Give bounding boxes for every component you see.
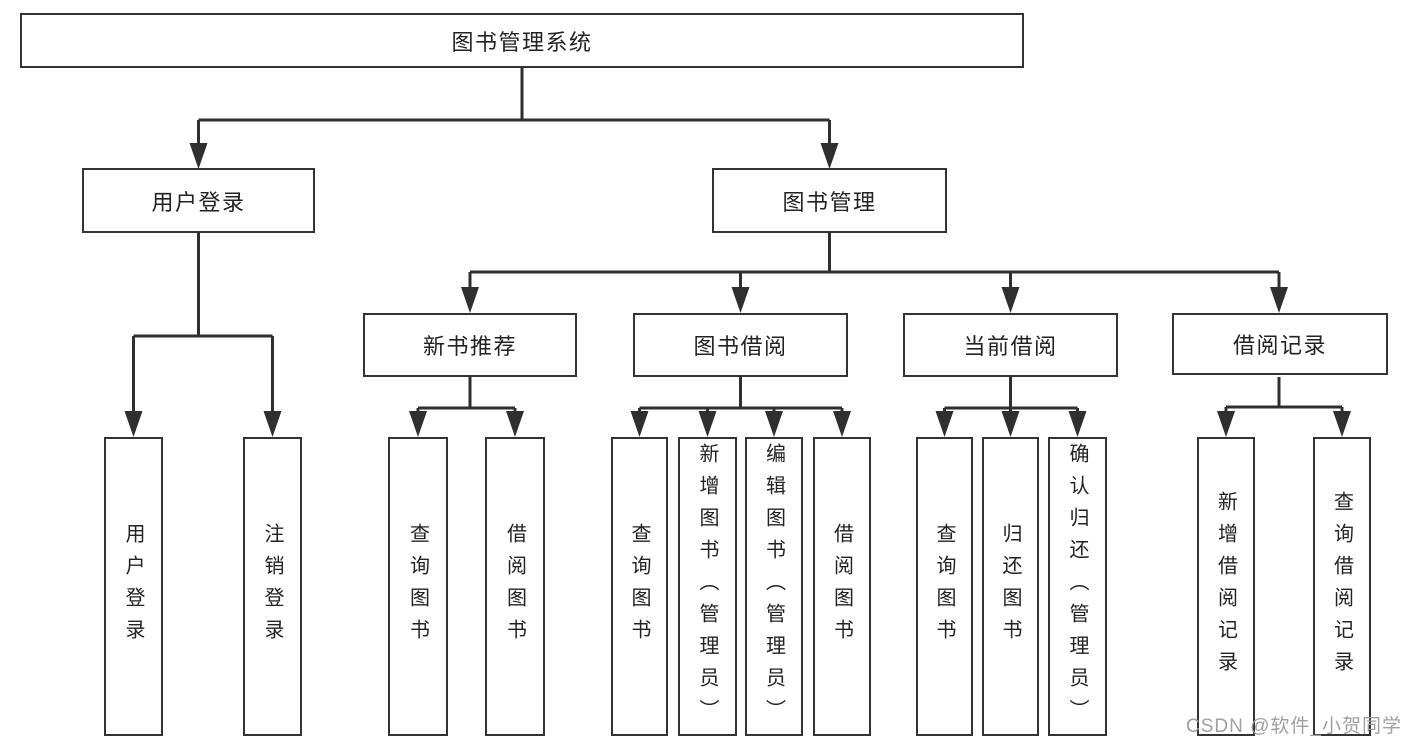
leaf-user-login: 用户登录: [104, 437, 163, 736]
leaf-query-borrow-record: 查询借阅记录: [1313, 437, 1371, 736]
leaf-borrow-books-recommend: 借阅图书: [485, 437, 545, 736]
node-new-book-recommend: 新书推荐: [363, 313, 577, 377]
leaf-return-books: 归还图书: [982, 437, 1039, 736]
leaf-query-books-recommend: 查询图书: [388, 437, 448, 736]
leaf-confirm-return-admin: 确认归还（管理员）: [1048, 437, 1107, 736]
leaf-add-borrow-record: 新增借阅记录: [1197, 437, 1255, 736]
node-user-login: 用户登录: [82, 168, 315, 233]
leaf-edit-book-admin: 编辑图书（管理员）: [745, 437, 803, 736]
node-borrow-records: 借阅记录: [1172, 313, 1388, 375]
node-current-borrow: 当前借阅: [903, 313, 1118, 377]
node-book-management: 图书管理: [712, 168, 947, 233]
leaf-add-book-admin: 新增图书（管理员）: [678, 437, 737, 736]
node-book-borrow: 图书借阅: [633, 313, 848, 377]
leaf-logout: 注销登录: [243, 437, 302, 736]
node-root-system: 图书管理系统: [20, 13, 1024, 68]
leaf-query-books-borrow: 查询图书: [611, 437, 668, 736]
leaf-query-books-current: 查询图书: [916, 437, 973, 736]
csdn-watermark: CSDN @软件_小贺同学: [1186, 716, 1402, 737]
leaf-borrow-books: 借阅图书: [813, 437, 871, 736]
